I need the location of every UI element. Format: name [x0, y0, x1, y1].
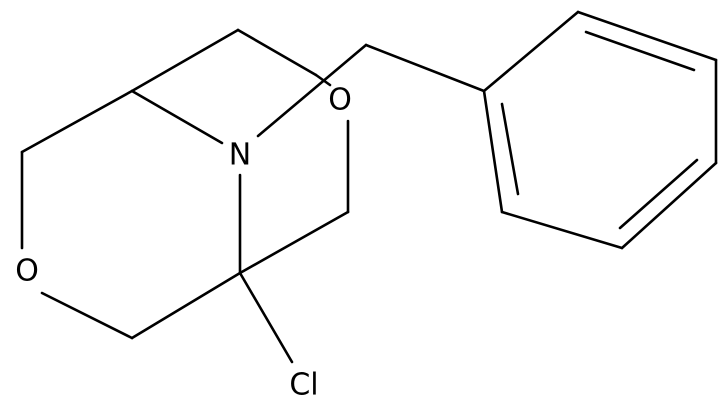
atom-labels: N O O Cl: [15, 83, 352, 403]
benzene-bond-1: [482, 10, 580, 93]
benzene-double-inner-2: [618, 158, 699, 230]
bond-bridgehead-to-n: [130, 89, 224, 145]
benzene-bond-4: [620, 161, 718, 250]
bond-n-to-benzyl-ch2: [256, 43, 368, 138]
bond-ch2-top-to-ch2: [236, 28, 318, 77]
bond-ch2-bottom-to-ccl: [130, 271, 242, 340]
benzene-double-inner-3: [500, 102, 520, 196]
benzene-bond-2: [576, 10, 718, 62]
benzene-double-inner-1: [584, 30, 696, 72]
bond-benzyl-ch2-to-ring: [364, 43, 486, 93]
bond-o-left-to-ch2-bottom: [40, 291, 134, 340]
benzene-bond-5: [500, 210, 624, 250]
bond-bridgehead-to-ch2-top: [130, 28, 240, 93]
benzene-bond-6: [482, 89, 504, 214]
bond-ch2-right-to-ccl: [238, 210, 350, 275]
bond-bridgehead-to-ch2-left: [20, 89, 134, 154]
bond-lines: [20, 10, 718, 364]
bond-c-to-cl: [238, 271, 294, 364]
atom-label-cl: Cl: [289, 368, 318, 403]
atom-label-o-right: O: [328, 83, 352, 118]
atom-label-o-left: O: [15, 254, 39, 289]
atom-label-n: N: [229, 138, 251, 173]
